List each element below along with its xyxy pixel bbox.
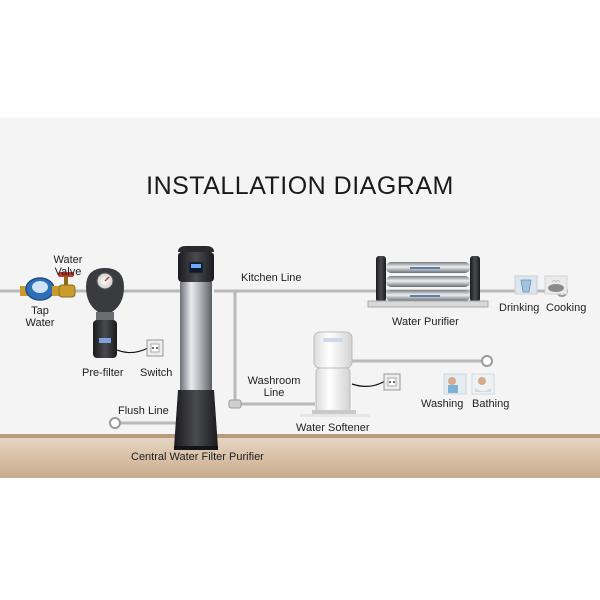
water-valve-label: Water Valve (46, 254, 90, 278)
washroom-line-label-line-2: Line (263, 387, 285, 399)
water-purifier-label: Water Purifier (392, 316, 459, 328)
tap-water-label: Tap Water (18, 305, 62, 329)
floor-edge (0, 434, 600, 438)
floor (0, 436, 600, 478)
cooking-label: Cooking (546, 302, 587, 314)
power-switch-icon (116, 339, 164, 357)
flush-line-label: Flush Line (118, 405, 169, 417)
softener-line-end (481, 355, 493, 367)
water-valve-label-line-1: Water (53, 254, 83, 266)
switch-label: Switch (140, 367, 173, 379)
water-softener-icon (300, 331, 370, 417)
bathing-label: Bathing (472, 398, 510, 410)
tap-water-label-line-2: Water (25, 317, 55, 329)
washing-label: Washing (421, 398, 464, 410)
bathing-icon (471, 373, 495, 395)
diagram-title: INSTALLATION DIAGRAM (146, 172, 454, 200)
washroom-line-label-line-1: Washroom (247, 375, 301, 387)
water-meter-icon (20, 277, 60, 301)
pre-filter-icon (86, 268, 124, 358)
tap-water-label-line-1: Tap (31, 305, 49, 317)
water-purifier-icon (367, 256, 489, 308)
central-filter-icon (174, 246, 218, 450)
drinking-icon (514, 275, 538, 295)
washing-icon (443, 373, 467, 395)
kitchen-line-label: Kitchen Line (241, 272, 302, 284)
pre-filter-label: Pre-filter (82, 367, 124, 379)
softener-switch-icon (351, 373, 401, 391)
water-valve-icon (58, 272, 76, 298)
water-valve-label-line-2: Valve (54, 266, 82, 278)
washroom-line-label: Washroom Line (244, 375, 304, 399)
flush-line-end (109, 417, 121, 429)
tee-fitting (228, 399, 242, 409)
central-unit-label: Central Water Filter Purifier (131, 451, 264, 463)
cooking-icon (544, 275, 568, 295)
water-softener-label: Water Softener (296, 422, 370, 434)
drinking-label: Drinking (499, 302, 540, 314)
